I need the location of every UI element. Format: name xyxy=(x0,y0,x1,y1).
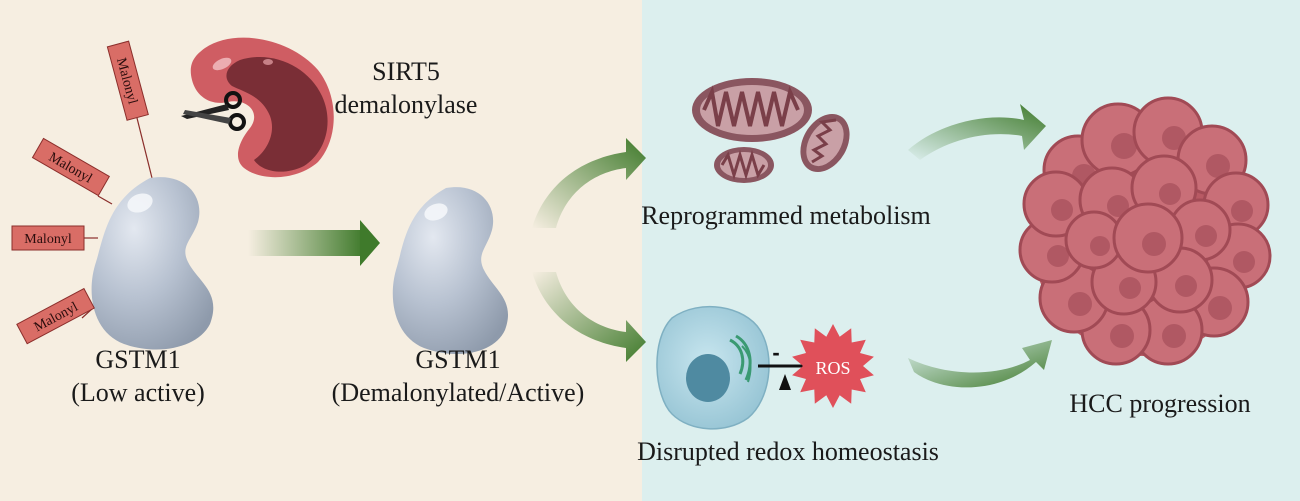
tumor-cell-nucleus xyxy=(1159,183,1181,205)
tumor-cell-nucleus xyxy=(1051,199,1073,221)
gstm1-active-label: GSTM1 (Demalonylated/Active) xyxy=(300,344,616,409)
tumor-cell-nucleus xyxy=(1162,324,1186,348)
tumor-cell-nucleus xyxy=(1195,225,1217,247)
tumor-cell-nucleus xyxy=(1090,236,1110,256)
gstm1-low-label: GSTM1 (Low active) xyxy=(38,344,238,409)
hcc-tumor-icon xyxy=(1018,96,1272,366)
cell-icon xyxy=(656,305,770,430)
gstm1-active-protein-icon xyxy=(392,187,509,354)
sirt5-label: SIRT5 demalonylase xyxy=(316,56,496,121)
hcc-progression-label: HCC progression xyxy=(1069,389,1251,418)
gstm1-low-protein-icon xyxy=(91,177,214,350)
tumor-cell-nucleus xyxy=(1107,195,1129,217)
tumor-cell-nucleus xyxy=(1206,154,1230,178)
gstm1-low-name: GSTM1 xyxy=(95,345,181,374)
mitochondria-icon xyxy=(692,78,850,183)
sirt5-enzyme-icon xyxy=(190,37,334,178)
tumor-cell-nucleus xyxy=(1175,275,1197,297)
tumor-cell-nucleus xyxy=(1208,296,1232,320)
tumor-cell-nucleus xyxy=(1162,126,1186,150)
ros-burst-icon xyxy=(792,324,874,408)
tumor-cell-nucleus xyxy=(1068,292,1092,316)
tumor-cell-nucleus xyxy=(1233,251,1255,273)
curved-arrow-up xyxy=(532,138,646,228)
arrow-to-hcc-top xyxy=(908,104,1046,160)
tumor-cell-nucleus xyxy=(1110,324,1134,348)
tumor-cell-nucleus xyxy=(1119,277,1141,299)
disrupted-redox-label: Disrupted redox homeostasis xyxy=(637,437,939,466)
ros-label: ROS xyxy=(815,358,850,378)
reprogrammed-metabolism-label: Reprogrammed metabolism xyxy=(641,201,931,230)
arrow-to-hcc-bottom xyxy=(908,340,1052,388)
tumor-cell-nucleus xyxy=(1142,232,1166,256)
demalonylation-arrow xyxy=(248,220,380,266)
malonyl-tag-label: Malonyl xyxy=(24,232,72,247)
sirt5-role: demalonylase xyxy=(334,89,478,119)
malonyl-tag-3: Malonyl xyxy=(11,225,85,251)
scissors-icon xyxy=(181,91,246,131)
malonyl-tag-1: Malonyl xyxy=(106,40,149,121)
balance-minus-sign: - xyxy=(772,340,779,365)
curved-arrow-down xyxy=(532,272,646,362)
sirt5-name: SIRT5 xyxy=(372,57,440,86)
gstm1-low-state: (Low active) xyxy=(71,377,205,407)
tumor-cell-nucleus xyxy=(1231,200,1253,222)
gstm1-active-name: GSTM1 xyxy=(415,345,501,374)
tumor-cell-nucleus xyxy=(1047,245,1069,267)
gstm1-active-state: (Demalonylated/Active) xyxy=(331,377,585,407)
tumor-cell-nucleus xyxy=(1111,133,1137,159)
